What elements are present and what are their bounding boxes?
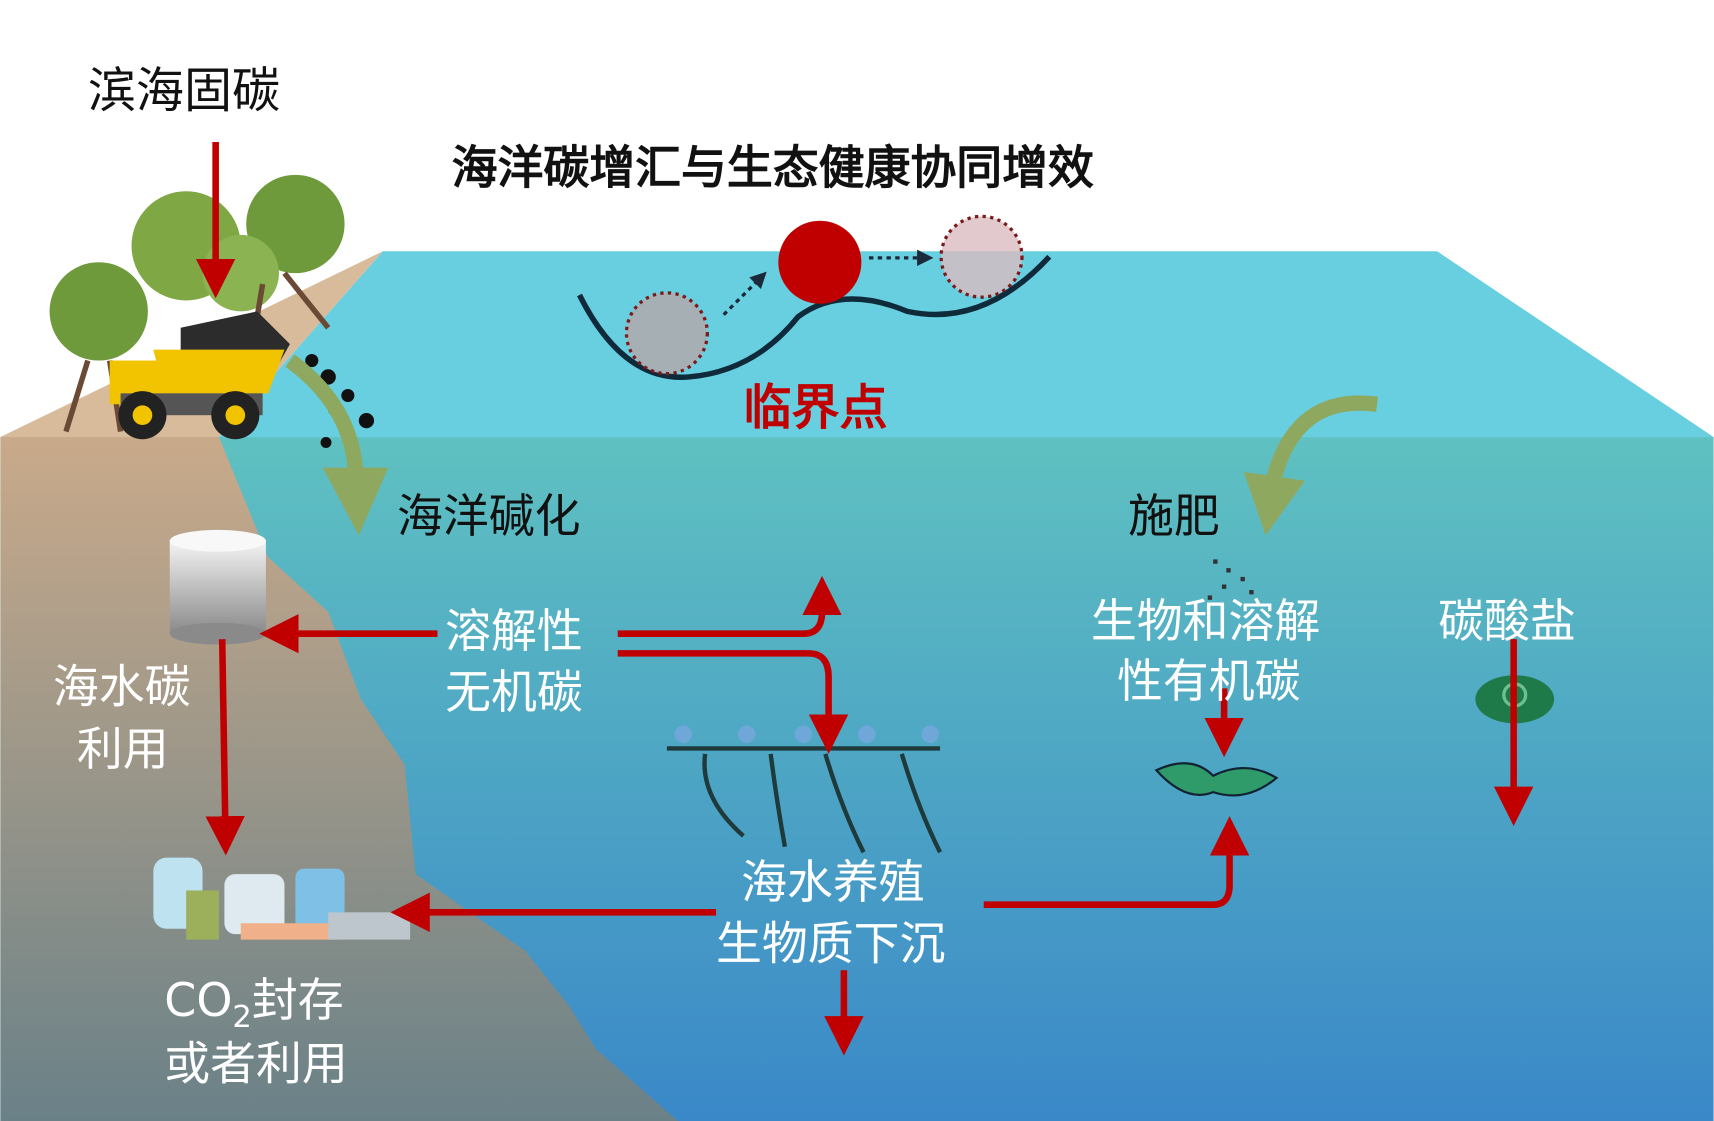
- co2-label-1: CO2封存: [164, 973, 343, 1035]
- seaweed-farm-icon: [666, 725, 942, 854]
- fertilization-arrow-icon: [1265, 395, 1379, 483]
- doc-label-2: 性有机碳: [1117, 654, 1301, 708]
- doc-label-1: 生物和溶解: [1091, 594, 1320, 648]
- carbonate-label: 碳酸盐: [1438, 594, 1576, 648]
- storage-tank-icon: [169, 529, 266, 645]
- seawater-carbon-label-1: 海水碳: [53, 660, 191, 714]
- critical-point-diagram: [577, 214, 1052, 380]
- seawater-carbon-label-2: 利用: [77, 722, 169, 776]
- ocean-surface: [218, 251, 1714, 438]
- plankton-icon: [1154, 762, 1279, 797]
- dump-truck-icon: [109, 311, 290, 440]
- aquaculture-label-1: 海水养殖: [741, 855, 925, 909]
- alkalinization-arrowhead-icon: [322, 467, 389, 536]
- flow-arrows: [195, 142, 1534, 1056]
- dic-label-2: 无机碳: [445, 665, 583, 719]
- plastic-products-icon: [153, 857, 411, 940]
- coastal-label: 滨海固碳: [88, 63, 280, 119]
- critical-point-label: 临界点: [743, 380, 887, 436]
- fertilization-label: 施肥: [1128, 489, 1220, 543]
- diagram-title: 海洋碳增汇与生态健康协同增效: [452, 141, 1094, 195]
- fertilization-arrowhead-icon: [1243, 472, 1305, 536]
- alkalinization-arrow-icon: [285, 354, 364, 471]
- aquaculture-label-2: 生物质下沉: [716, 916, 945, 970]
- alkalinization-label: 海洋碱化: [397, 489, 581, 543]
- dic-label-1: 溶解性: [445, 604, 583, 658]
- co2-label-2: 或者利用: [164, 1036, 348, 1090]
- falling-rocks-icon: [305, 354, 375, 448]
- fertilizer-particles-icon: [1207, 559, 1254, 600]
